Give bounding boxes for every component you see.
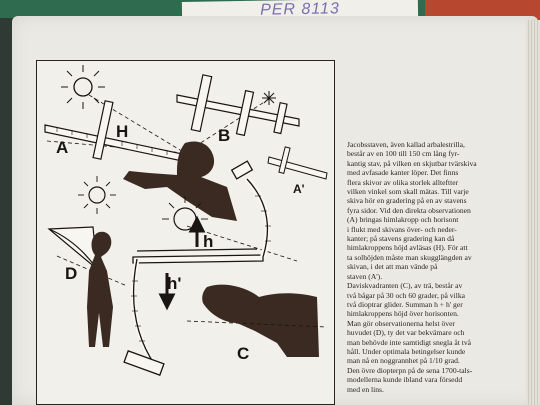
label-h-prime: h' (167, 274, 182, 293)
label-b: B (218, 126, 231, 145)
caption-line: håll. Under optimala betingelser kunde (347, 346, 466, 356)
label-a-prime: A' (293, 182, 305, 196)
observer-silhouette-d (87, 231, 113, 347)
label-h-upper: H (116, 122, 129, 141)
caption-line: Man gör observationerna helst över (347, 318, 455, 328)
caption-line: skivan, i det att man vände på (347, 262, 438, 272)
caption-line: man behövde inte samtidigt snegla åt två (347, 337, 471, 347)
caption-line: Daviskvadranten (C), av trä, består av (347, 281, 463, 291)
caption-line: ta solhöjden måste man skugglängden av (347, 252, 472, 262)
caption-line: vilken vinkel som skall mätas. Till varj… (347, 187, 469, 197)
caption-line: med en lins. (347, 384, 384, 394)
caption-line: två bågar på 30 och 60 grader, på vilka (347, 290, 465, 300)
caption-line: man nå en noggrannhet på 1/10 grad. (347, 356, 460, 366)
davis-quadrant-c (123, 160, 271, 376)
label-d: D (65, 264, 78, 283)
caption-line: Den övre diopterpn på de sena 1700-tals- (347, 365, 473, 375)
observer-silhouette-a (123, 141, 237, 221)
jacobs-staff-b (176, 74, 300, 137)
label-c: C (237, 344, 250, 363)
jacobs-staff-a-prime (267, 146, 328, 180)
caption-line: i flukt med skivans över- och neder- (347, 224, 457, 234)
caption-line: staven (A'). (347, 271, 383, 281)
illustration-drawing (44, 65, 328, 376)
page-edges (526, 20, 540, 405)
observer-silhouette-c (202, 284, 319, 357)
caption-line: två dioptrar glider. Summan h + h' ger (347, 299, 463, 309)
sun-icon (78, 176, 116, 214)
star-icon (262, 91, 276, 105)
caption-line: (A) bringas himlakropp och horisont (347, 215, 459, 225)
caption-line: med avfasade kanter löper. Det finns (347, 168, 459, 178)
caption-line: huvudet (D), ty det var bekvämare och (347, 328, 465, 338)
caption-line: skiva hör en gradering på en av stavens (347, 196, 467, 206)
caption-text: Jacobsstaven, även kallad arbalestrilla,… (347, 140, 499, 394)
caption-line: Jacobsstaven, även kallad arbalestrilla, (347, 140, 465, 149)
caption-line: kanter; på stavens gradering kan då (347, 234, 455, 244)
caption-line: himlakroppens höjd över horisonten. (347, 309, 459, 319)
caption-line: består av en 100 till 150 cm lång fyr- (347, 149, 460, 159)
background-cover-red (425, 0, 540, 20)
jacobs-staff-a (44, 100, 188, 163)
caption-line: modellerna kunde ibland vara försedd (347, 375, 463, 385)
label-a: A (56, 138, 69, 157)
angle-arrows (158, 215, 206, 311)
caption-line: fyra sidor. Vid den direkta observatione… (347, 205, 471, 215)
label-h-lower: h (203, 232, 214, 251)
navigation-instruments-illustration: A H B A' D h h' C (36, 60, 335, 405)
caption-line: flera skivor av olika storlek allteftter (347, 177, 459, 187)
caption-line: kantig stav, på vilken en skjutbar tvärs… (347, 158, 477, 168)
caption-line: himlakroppens höjd avläsas (H). För att (347, 243, 468, 253)
sun-icon (61, 65, 105, 109)
